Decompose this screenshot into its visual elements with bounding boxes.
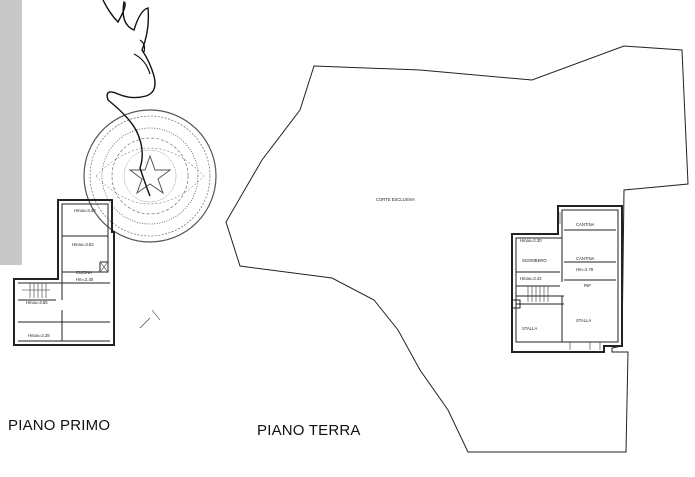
- terra-room-label: Hm=2.78: [576, 267, 594, 272]
- terra-room-label: STALLA: [576, 318, 591, 323]
- terra-room-label: Hmax=2.30: [520, 238, 542, 243]
- terra-room-label: SGOMBERO: [522, 258, 547, 263]
- primo-room-label: Hmax=3.55: [26, 300, 48, 305]
- signature: [102, 0, 156, 197]
- courtyard-label: CORTE ESCLUSIVA: [376, 197, 415, 202]
- piano-terra-courtyard: [225, 45, 689, 453]
- primo-room-label: Hm=2.40: [76, 277, 94, 282]
- terra-room-label: CANTINA: [576, 222, 595, 227]
- primo-room-label: Hmax=3.63: [72, 242, 94, 247]
- primo-room-label: CUCINA: [76, 270, 92, 275]
- piano-primo-title: PIANO PRIMO: [8, 417, 111, 434]
- official-seal: [83, 109, 217, 243]
- piano-terra-title: PIANO TERRA: [257, 422, 361, 439]
- primo-room-label: Hmax=2.28: [28, 333, 50, 338]
- terra-room-label: Hmax=3.42: [520, 276, 542, 281]
- terra-room-label: CANTINA: [576, 256, 595, 261]
- scan-margin-band: [0, 0, 22, 265]
- primo-room-label: Hmax=3.39: [74, 208, 96, 213]
- piano-terra-building: [511, 205, 623, 353]
- piano-primo-plan: [13, 199, 161, 346]
- terra-room-label: STALLA: [522, 326, 537, 331]
- terra-room-label: RIP: [584, 283, 591, 288]
